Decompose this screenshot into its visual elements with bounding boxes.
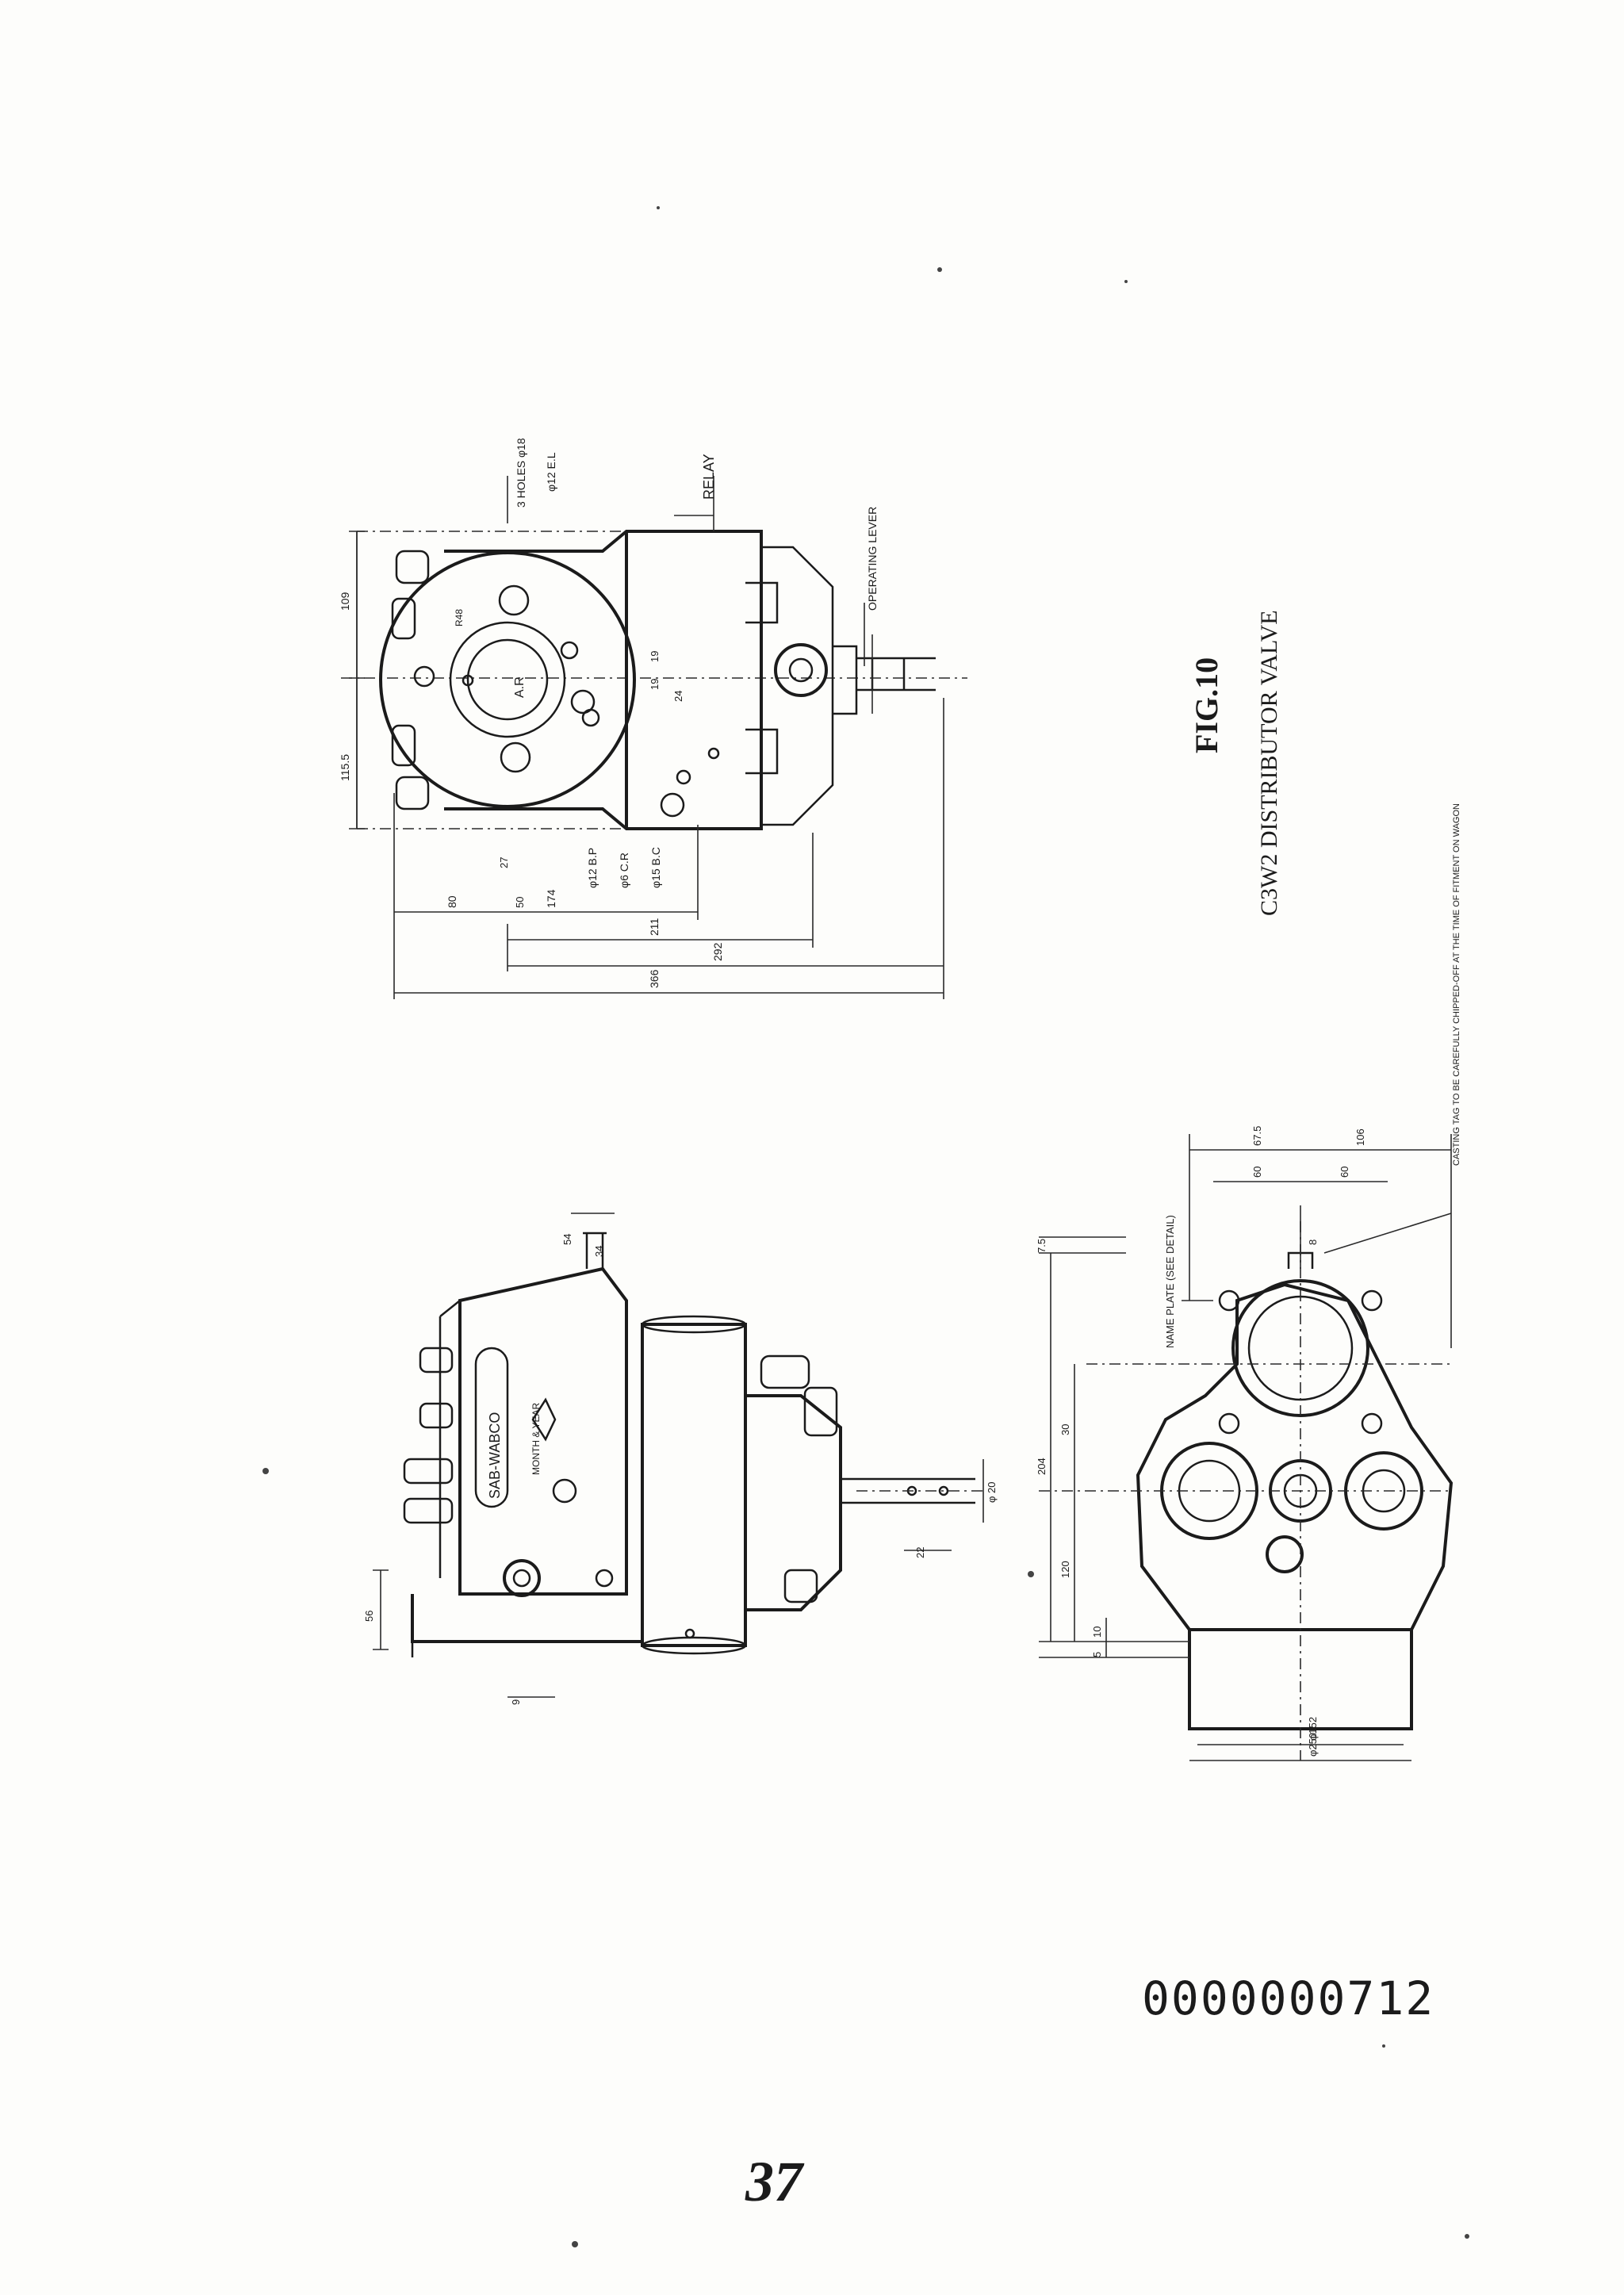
dim-50: 50 bbox=[514, 897, 526, 908]
dim-54: 54 bbox=[561, 1234, 573, 1245]
bp-label: φ12 B.P bbox=[586, 848, 599, 888]
dim-67-5: 67.5 bbox=[1251, 1126, 1263, 1146]
ar-label: A.R bbox=[513, 676, 527, 698]
dim-204: 204 bbox=[1036, 1458, 1048, 1475]
dim-9: 9 bbox=[510, 1699, 522, 1705]
cr-label: φ6 C.R bbox=[618, 852, 630, 888]
top-view-drawing bbox=[341, 476, 967, 999]
dim-211: 211 bbox=[648, 918, 661, 936]
relay-label: RELAY bbox=[701, 454, 717, 500]
dim-120: 120 bbox=[1059, 1561, 1071, 1578]
sab-wabco-label: SAB-WABCO bbox=[487, 1412, 503, 1499]
dim-19a: 19 bbox=[649, 679, 661, 690]
dim-22: 22 bbox=[914, 1547, 926, 1558]
dim-34: 34 bbox=[593, 1246, 605, 1257]
casting-tag-label: CASTING TAG TO BE CAREFULLY CHIPPED-OFF … bbox=[1452, 803, 1461, 1166]
phi-20-label: φ 20 bbox=[986, 1481, 998, 1503]
figure-number: FIG.10 bbox=[1189, 657, 1224, 753]
side-view-drawing bbox=[373, 1213, 984, 1698]
dim-27: 27 bbox=[498, 857, 510, 868]
dim-19b: 19 bbox=[649, 651, 661, 662]
side-view-labels: SAB-WABCO MONTH & YEAR φ 20 54 34 56 9 2… bbox=[363, 1234, 998, 1705]
dim-phi152: φ152 bbox=[1307, 1717, 1319, 1741]
dim-7-5: 7.5 bbox=[1036, 1239, 1048, 1253]
top-view-labels: RELAY OPERATING LEVER 3 HOLES φ18 φ12 E.… bbox=[339, 438, 879, 988]
dim-109: 109 bbox=[339, 592, 351, 611]
dim-366: 366 bbox=[648, 969, 661, 988]
dim-292: 292 bbox=[711, 942, 724, 961]
bc-label: φ15 B.C bbox=[649, 847, 662, 888]
figure-title: C3W2 DISTRIBUTOR VALVE bbox=[1256, 610, 1282, 916]
dim-30: 30 bbox=[1059, 1424, 1071, 1435]
dim-60b: 60 bbox=[1339, 1167, 1350, 1178]
r48-label: R48 bbox=[454, 609, 465, 626]
dim-56: 56 bbox=[363, 1611, 375, 1622]
figure-caption: FIG.10 C3W2 DISTRIBUTOR VALVE bbox=[1189, 610, 1282, 916]
front-view-labels: NAME PLATE (SEE DETAIL) CASTING TAG TO B… bbox=[1036, 803, 1461, 1757]
page-number: 37 bbox=[745, 2150, 805, 2213]
dim-5: 5 bbox=[1091, 1652, 1103, 1657]
dim-174: 174 bbox=[545, 889, 557, 908]
dim-phi250: φ250 bbox=[1307, 1733, 1319, 1757]
front-view-drawing bbox=[1039, 1134, 1454, 1761]
scan-specks bbox=[262, 206, 1469, 2247]
name-plate-label: NAME PLATE (SEE DETAIL) bbox=[1164, 1215, 1176, 1348]
dim-80: 80 bbox=[446, 895, 458, 908]
dim-106: 106 bbox=[1354, 1128, 1366, 1146]
dim-115-5: 115.5 bbox=[339, 754, 351, 781]
dim-24: 24 bbox=[672, 691, 684, 702]
document-number: 0000000712 bbox=[1142, 1971, 1434, 2025]
dim-8: 8 bbox=[1307, 1239, 1319, 1245]
dim-60a: 60 bbox=[1251, 1167, 1263, 1178]
operating-lever-label: OPERATING LEVER bbox=[866, 507, 879, 611]
month-year-label: MONTH & YEAR bbox=[530, 1403, 542, 1475]
holes-label: 3 HOLES φ18 bbox=[515, 438, 527, 508]
dim-10: 10 bbox=[1091, 1626, 1103, 1638]
el-label: φ12 E.L bbox=[545, 452, 557, 492]
